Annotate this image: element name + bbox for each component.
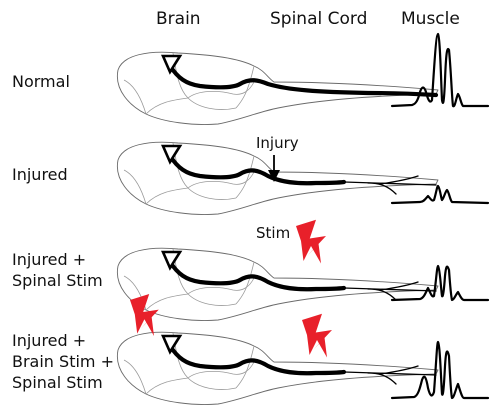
lightning-bolt-icon (130, 294, 159, 336)
cns-diagram (117, 142, 438, 214)
triangle-neuron-icon (163, 252, 180, 268)
cns-diagram (117, 332, 438, 404)
header-muscle: Muscle (401, 9, 460, 29)
emg-trace-injured (392, 186, 488, 203)
lightning-bolt-icon (296, 220, 326, 264)
emg-trace-spinal-stim (392, 266, 488, 300)
triangle-neuron-icon (163, 146, 180, 162)
condition-label-line1: Injured + (12, 250, 86, 269)
header-brain: Brain (156, 9, 201, 29)
stim-label: Stim (256, 224, 290, 242)
triangle-neuron-icon (163, 56, 180, 72)
cns-diagram (117, 248, 438, 320)
condition-label-line1: Injured + (12, 331, 86, 350)
corticospinal-tract (170, 66, 436, 95)
condition-label-line3: Spinal Stim (12, 373, 103, 392)
row-injured-brain-spinal-stim: Injured + Brain Stim + Spinal Stim (12, 294, 488, 405)
cns-diagram (117, 52, 438, 124)
condition-label: Injured (12, 165, 68, 184)
condition-label: Normal (12, 72, 70, 91)
condition-label-line2: Spinal Stim (12, 271, 103, 290)
injury-label: Injury (256, 134, 299, 152)
corticospinal-tract-lesioned (170, 346, 344, 373)
corticospinal-tract-lesioned (170, 156, 344, 183)
row-normal: Normal (12, 34, 488, 125)
triangle-neuron-icon (163, 336, 180, 352)
row-injured: Injured Injury (12, 134, 488, 215)
condition-label-line2: Brain Stim + (12, 352, 114, 371)
corticospinal-tract-lesioned (170, 262, 344, 289)
emg-trace-brain-spinal-stim (392, 342, 488, 398)
header-spinal-cord: Spinal Cord (270, 9, 367, 29)
row-injured-spinal-stim: Injured + Spinal Stim Stim (12, 220, 488, 321)
lightning-bolt-icon (302, 314, 332, 358)
